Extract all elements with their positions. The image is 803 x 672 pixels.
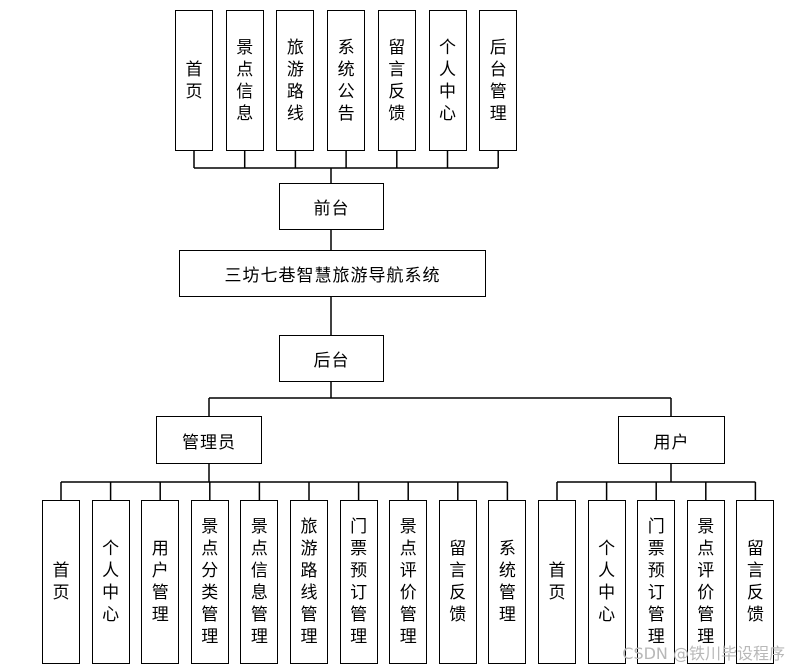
admin-module-label: 景点分类管理 — [201, 517, 219, 647]
admin-module-box: 景点评价管理 — [389, 500, 428, 664]
admin-module-box: 系统管理 — [488, 500, 527, 664]
user-module-box: 留言反馈 — [736, 500, 775, 664]
admin-module-label: 首页 — [52, 561, 70, 603]
admin-module-label: 个人中心 — [102, 539, 120, 625]
frontend-module-label: 系统公告 — [337, 37, 355, 124]
frontend-module-label: 首页 — [185, 59, 203, 102]
admin-module-label: 门票预订管理 — [350, 517, 368, 647]
admin-module-box: 景点信息管理 — [240, 500, 279, 664]
admin-module-label: 景点信息管理 — [250, 517, 268, 647]
frontend-module-box: 景点信息 — [225, 10, 264, 151]
user-module-box: 门票预订管理 — [637, 500, 676, 664]
user-module-label: 留言反馈 — [746, 539, 764, 625]
frontend-module-box: 个人中心 — [428, 10, 467, 151]
user-module-label: 景点评价管理 — [697, 517, 715, 647]
frontend-module-label: 个人中心 — [439, 37, 456, 124]
frontend-label: 前台 — [313, 199, 350, 219]
admin-node: 管理员 — [156, 416, 262, 464]
admin-module-box: 首页 — [42, 500, 80, 664]
backend-label: 后台 — [313, 351, 350, 371]
system-title: 三坊七巷智慧旅游导航系统 — [224, 266, 441, 286]
admin-label: 管理员 — [182, 432, 236, 453]
admin-module-box: 留言反馈 — [438, 500, 477, 664]
frontend-module-label: 景点信息 — [236, 37, 254, 124]
system-title-node: 三坊七巷智慧旅游导航系统 — [179, 250, 486, 297]
user-module-box: 景点评价管理 — [686, 500, 725, 664]
admin-module-label: 留言反馈 — [449, 539, 467, 625]
user-module-box: 个人中心 — [587, 500, 626, 664]
frontend-node: 前台 — [279, 183, 384, 230]
admin-module-box: 门票预订管理 — [339, 500, 378, 664]
admin-module-box: 用户管理 — [141, 500, 180, 664]
user-module-label: 门票预订管理 — [647, 517, 665, 647]
admin-module-label: 景点评价管理 — [399, 517, 417, 647]
frontend-module-box: 留言反馈 — [377, 10, 416, 151]
user-module-label: 首页 — [548, 561, 566, 603]
user-node: 用户 — [618, 416, 725, 464]
admin-module-box: 旅游路线管理 — [290, 500, 328, 664]
admin-module-box: 景点分类管理 — [190, 500, 229, 664]
admin-module-box: 个人中心 — [91, 500, 130, 664]
watermark: CSDN @铁川毕设程序 — [622, 644, 785, 663]
user-module-box: 首页 — [538, 500, 576, 664]
admin-module-label: 旅游路线管理 — [300, 517, 318, 647]
frontend-module-box: 首页 — [175, 10, 213, 151]
frontend-module-label: 旅游路线 — [286, 37, 304, 124]
frontend-module-box: 旅游路线 — [276, 10, 315, 151]
frontend-module-label: 留言反馈 — [388, 37, 406, 124]
backend-node: 后台 — [279, 335, 384, 382]
frontend-module-label: 后台管理 — [489, 37, 507, 124]
admin-module-label: 系统管理 — [498, 539, 516, 625]
frontend-module-box: 系统公告 — [327, 10, 366, 151]
user-module-label: 个人中心 — [598, 539, 616, 625]
frontend-module-box: 后台管理 — [479, 10, 518, 151]
admin-module-label: 用户管理 — [151, 539, 169, 625]
user-label: 用户 — [653, 432, 690, 453]
